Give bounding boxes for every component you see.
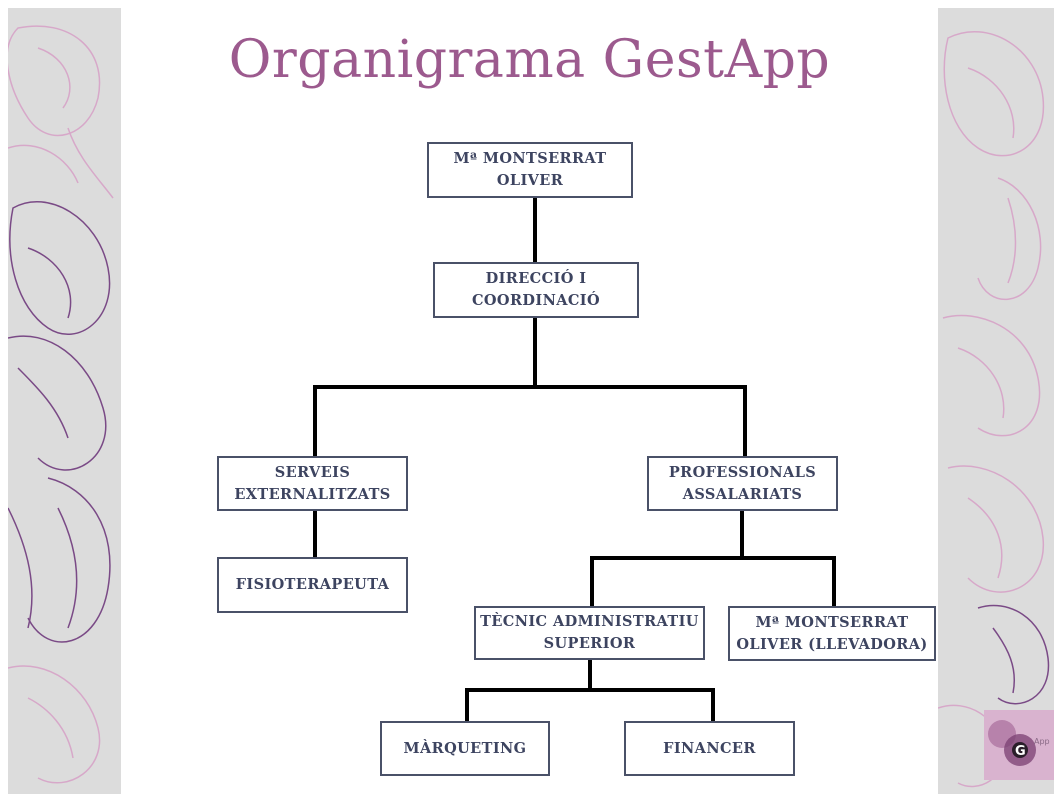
page-title: Organigrama GestApp (228, 30, 831, 90)
node-owner: Mª MONTSERRAT OLIVER (427, 142, 633, 198)
node-external-services: SERVEIS EXTERNALITZATS (217, 456, 408, 511)
node-external-line2: EXTERNALITZATS (234, 485, 391, 503)
node-owner-line1: Mª MONTSERRAT (453, 150, 607, 167)
node-direction-line1: DIRECCIÓ I (485, 270, 587, 287)
node-salaried-line2: ASSALARIATS (682, 485, 803, 503)
gestapp-logo: G App (984, 710, 1054, 780)
node-marketing: MÀRQUETING (380, 721, 550, 776)
node-technician-line1: TÈCNIC ADMINISTRATIU (480, 613, 699, 630)
node-technician-line2: SUPERIOR (543, 635, 636, 652)
node-direction: DIRECCIÓ I COORDINACIÓ (433, 262, 639, 318)
node-midwife: Mª MONTSERRAT OLIVER (LLEVADORA) (728, 606, 936, 661)
node-physiotherapist: FISIOTERAPEUTA (217, 557, 408, 613)
node-midwife-line1: Mª MONTSERRAT (755, 613, 909, 631)
right-floral-panel (938, 8, 1054, 794)
left-floral-panel (8, 8, 121, 794)
node-external-line1: SERVEIS (274, 463, 351, 481)
node-marketing-line1: MÀRQUETING (403, 739, 527, 757)
node-owner-line2: OLIVER (496, 172, 564, 189)
node-salaried-professionals: PROFESSIONALS ASSALARIATS (647, 456, 838, 511)
node-direction-line2: COORDINACIÓ (471, 292, 601, 309)
logo-text: App (1034, 737, 1050, 746)
connector-direction-branches (313, 316, 747, 458)
connector-technician-branches (465, 658, 715, 723)
connector-salaried-branches (590, 509, 836, 608)
node-midwife-line2: OLIVER (LLEVADORA) (736, 635, 928, 653)
node-technician: TÈCNIC ADMINISTRATIU SUPERIOR (474, 606, 705, 660)
gestapp-logo-icon: G App (988, 720, 1050, 766)
node-finance-line1: FINANCER (663, 739, 756, 757)
floral-illustration-left (8, 25, 114, 784)
logo-letter: G (1015, 744, 1026, 759)
node-finance: FINANCER (624, 721, 795, 776)
node-salaried-line1: PROFESSIONALS (668, 463, 817, 481)
node-physio-line1: FISIOTERAPEUTA (235, 576, 390, 593)
